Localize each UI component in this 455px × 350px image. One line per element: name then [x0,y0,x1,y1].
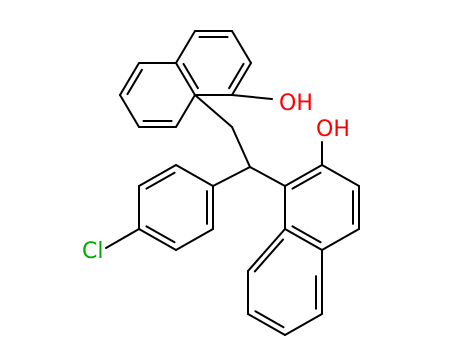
bond-14 [231,126,251,168]
bond-21 [175,164,214,187]
hydroxyl-label-upper: OH [279,91,313,116]
hydroxyl-label-lower: OH [316,117,350,142]
bond-34 [247,313,286,336]
bond-18-inner [145,225,176,244]
bond-17 [175,228,214,251]
bond-12 [231,94,273,100]
bond-24 [284,164,323,187]
chlorine-label: Cl [82,239,103,264]
bond-11 [175,94,196,128]
bond-8-inner [126,68,143,96]
bond-15 [212,166,251,187]
bond-6 [175,30,196,64]
bond-28-inner [291,225,322,244]
bond-18 [138,228,177,251]
bond-5 [175,62,196,96]
bond-24-inner [291,171,322,190]
bond-36 [247,228,286,272]
bond-27 [321,228,360,251]
bond-3-inner [228,62,245,90]
bond-23 [249,166,286,187]
bond-34-inner [254,310,285,329]
bond-20 [138,164,177,187]
bond-8 [119,62,140,96]
bond-layer [105,30,360,336]
bond-20-inner [145,171,176,190]
bond-33 [284,313,323,336]
bond-5-inner [182,62,199,90]
atom-label-layer: OH OH Cl [82,91,350,264]
bond-22 [105,228,140,249]
bond-9 [119,94,140,128]
bond-2 [231,30,252,64]
bond-28 [284,228,323,251]
bond-13 [194,94,233,128]
bond-25 [321,164,360,187]
bond-36-inner [253,238,284,273]
bond-3 [231,62,252,96]
